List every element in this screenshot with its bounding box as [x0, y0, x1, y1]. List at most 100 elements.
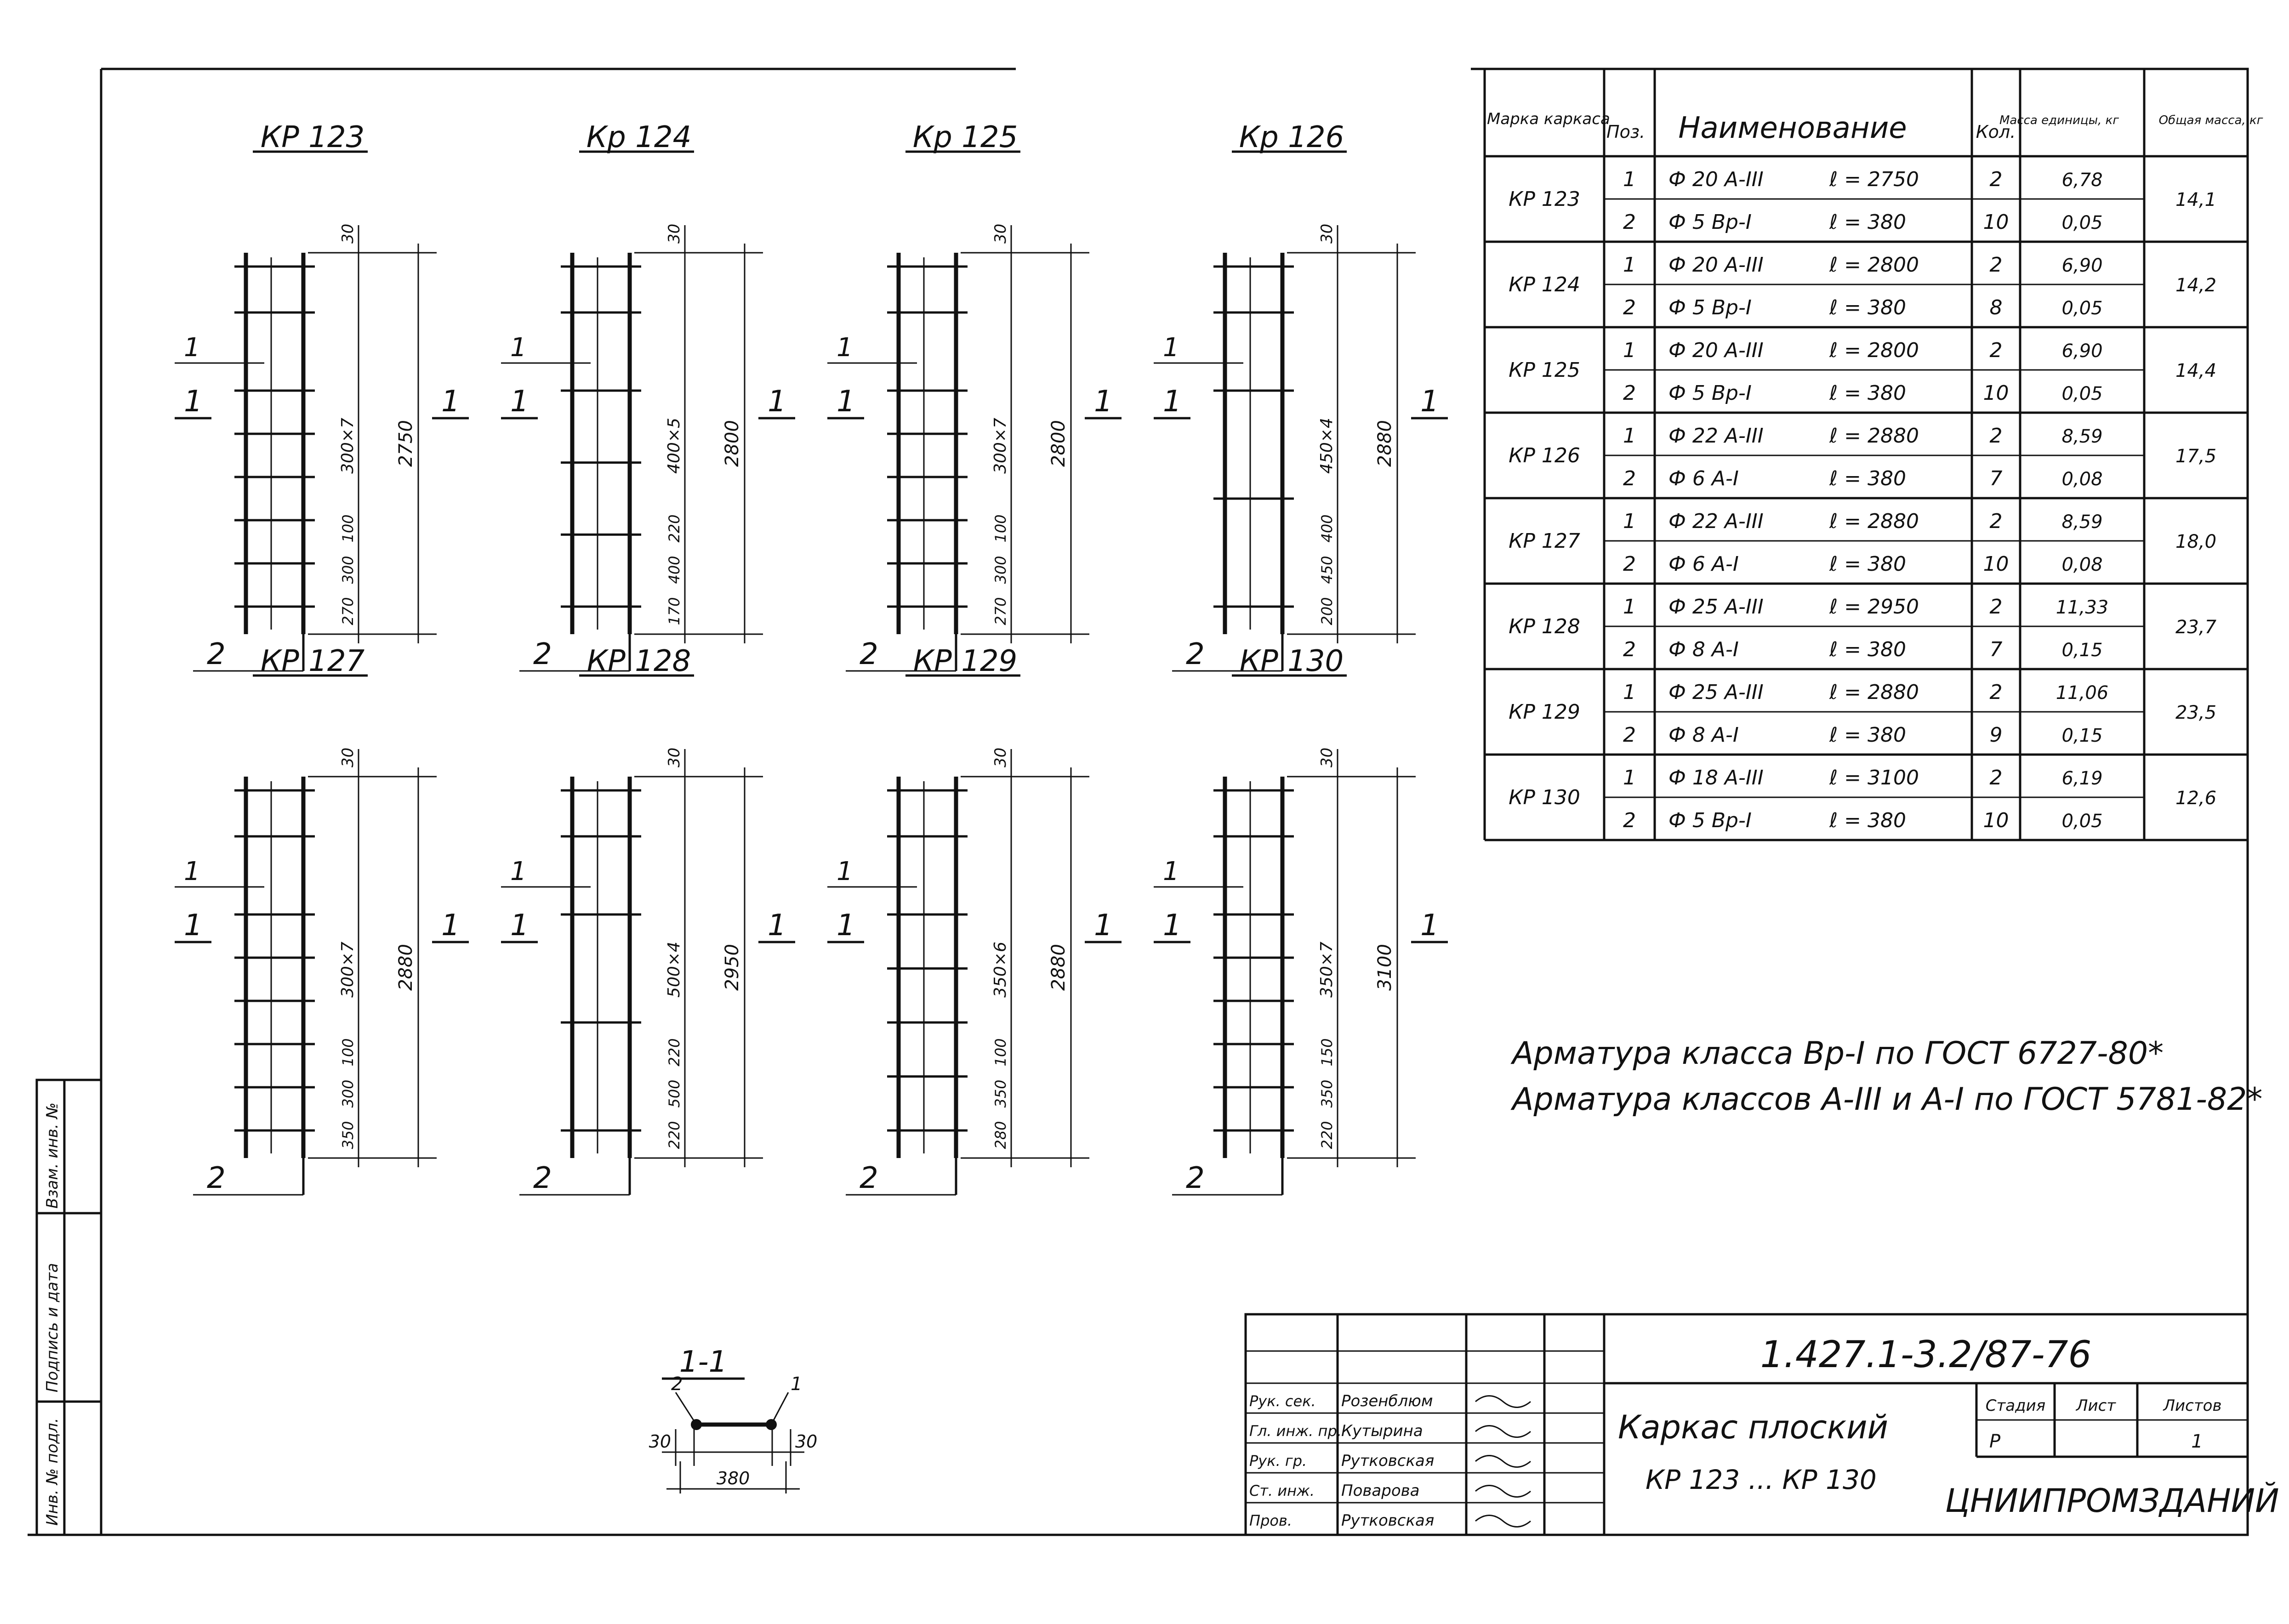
dim-bottom: 400 [666, 556, 683, 584]
spec-bar: Ф 20 А-III [1668, 253, 1764, 277]
dim-bottom: 450 [1318, 556, 1336, 584]
spec-header-unit-mass: Масса единицы, кг [1999, 114, 2119, 127]
pos2-label: 2 [1186, 637, 1205, 671]
spec-total: 17,5 [2175, 446, 2216, 467]
section-dim-width: 380 [717, 1468, 750, 1488]
dim-bottom: 270 [992, 597, 1009, 625]
pos2-label: 2 [533, 637, 552, 671]
spec-total: 14,1 [2175, 189, 2216, 210]
spec-qty: 2 [1990, 595, 2003, 619]
dim-bottom: 400 [1318, 514, 1336, 542]
dim-bottom: 350 [339, 1121, 357, 1149]
dim-total-value: 2950 [722, 944, 743, 991]
dim-bottom: 220 [666, 1121, 683, 1149]
stage-label: Стадия [1986, 1397, 2045, 1415]
drawing-subtitle: КР 123 ... КР 130 [1646, 1464, 1877, 1495]
dim-bottom: 280 [992, 1121, 1009, 1149]
spec-length: ℓ = 2880 [1829, 681, 1919, 704]
frame-title: КР 123 [261, 120, 365, 154]
spec-unit-mass: 11,33 [2056, 597, 2109, 618]
cut-label-right: 1 [1094, 909, 1113, 943]
stamp-role: Ст. инж. [1249, 1482, 1315, 1499]
spec-mark: КР 128 [1509, 615, 1580, 638]
cut-label-left: 1 [1163, 909, 1182, 943]
spec-header-pos: Поз. [1606, 122, 1645, 142]
section-1-1: 1-1 2 1 30 30 380 [649, 1345, 817, 1493]
spec-pos: 1 [1623, 424, 1636, 448]
spec-length: ℓ = 2750 [1829, 168, 1919, 191]
spec-qty: 2 [1990, 424, 2003, 448]
dim-bottom: 500 [666, 1079, 683, 1107]
dim-top: 30 [1318, 224, 1336, 244]
spec-pos: 2 [1623, 809, 1636, 832]
spec-bar: Ф 5 Вр-I [1668, 381, 1752, 405]
dim-bottom: 300 [339, 556, 357, 584]
dim-total-value: 2750 [395, 420, 416, 467]
pos2-label: 2 [207, 637, 226, 671]
spec-unit-mass: 0,15 [2061, 725, 2102, 746]
spec-bar: Ф 8 А-I [1668, 723, 1739, 747]
dim-bottom: 350 [992, 1079, 1009, 1107]
spec-length: ℓ = 380 [1829, 467, 1906, 490]
spec-pos: 1 [1623, 766, 1636, 789]
spec-pos: 2 [1623, 638, 1636, 661]
spec-bar: Ф 25 А-III [1668, 681, 1764, 704]
dim-bottom: 100 [339, 1038, 357, 1066]
spec-bar: Ф 18 А-III [1668, 766, 1764, 789]
note-2: Арматура классов А-III и А-I по ГОСТ 578… [1510, 1081, 2262, 1118]
dim-spacing: 300×7 [338, 418, 357, 474]
frame-title: КР 130 [1240, 644, 1344, 678]
note-1: Арматура класса Вр-I по ГОСТ 6727-80* [1510, 1035, 2164, 1072]
dim-spacing: 350×7 [1317, 942, 1336, 998]
spec-qty: 10 [1983, 210, 2009, 234]
dim-spacing: 500×4 [665, 942, 683, 998]
frame-title: КР 127 [261, 644, 365, 678]
spec-length: ℓ = 2880 [1829, 424, 1919, 448]
stamp-name: Рутковская [1341, 1452, 1434, 1470]
dim-spacing: 300×7 [991, 418, 1010, 474]
cut-label-left: 1 [1163, 385, 1182, 419]
spec-pos: 1 [1623, 253, 1636, 277]
pos2-label: 2 [533, 1161, 552, 1195]
pos1-label: 1 [1163, 857, 1179, 886]
dim-top: 30 [1318, 748, 1336, 767]
dim-bottom: 200 [1318, 597, 1336, 625]
spec-qty: 2 [1990, 253, 2003, 277]
spec-unit-mass: 0,05 [2061, 212, 2102, 233]
spec-header-mark: Марка каркаса [1487, 110, 1610, 128]
spec-pos: 2 [1623, 552, 1636, 576]
signature [1475, 1425, 1531, 1438]
spec-length: ℓ = 380 [1829, 723, 1906, 747]
spec-unit-mass: 8,59 [2061, 426, 2102, 447]
cut-label-right: 1 [441, 909, 460, 943]
side-stamp-inv: Инв. № подл. [43, 1418, 62, 1526]
spec-bar: Ф 5 Вр-I [1668, 296, 1752, 319]
spec-bar: Ф 20 А-III [1668, 339, 1764, 362]
dim-bottom: 100 [339, 514, 357, 542]
spec-mark: КР 127 [1509, 529, 1580, 553]
pos1-label: 1 [1163, 333, 1179, 363]
frame-title: Кр 125 [913, 120, 1018, 154]
title-block: 1.427.1-3.2/87-76 Каркас плоский КР 123 … [1244, 1313, 2279, 1536]
spec-pos: 1 [1623, 168, 1636, 191]
spec-qty: 9 [1990, 723, 2003, 747]
frame-title: Кр 126 [1239, 120, 1344, 154]
pos2-label: 2 [1186, 1161, 1205, 1195]
cut-label-right: 1 [768, 909, 786, 943]
spec-pos: 2 [1623, 723, 1636, 747]
signature [1475, 1485, 1531, 1498]
spec-qty: 8 [1990, 296, 2003, 319]
spec-qty: 7 [1990, 638, 2003, 661]
spec-unit-mass: 6,90 [2061, 255, 2102, 276]
specification-table: Марка каркаса Поз. Наименование Кол. Мас… [1483, 69, 2263, 841]
pos1-label: 1 [184, 857, 200, 886]
dim-bottom: 220 [1318, 1121, 1336, 1149]
frame-title: КР 128 [587, 644, 691, 678]
